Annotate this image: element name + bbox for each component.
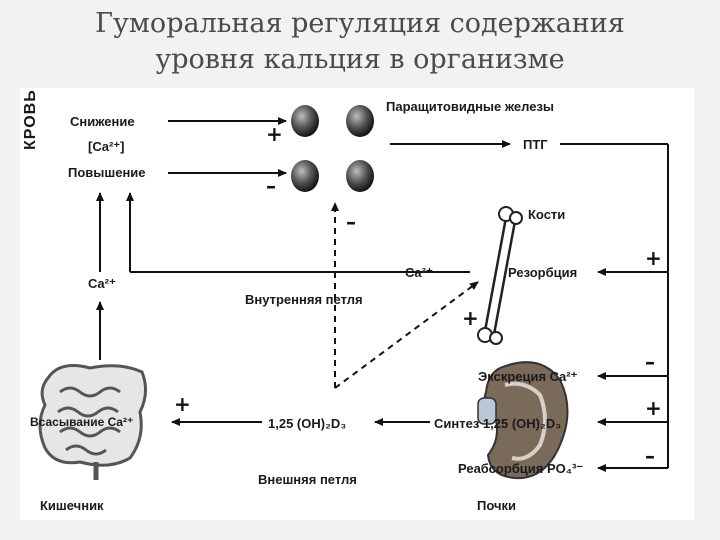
bone-icon [477, 206, 523, 345]
ca-decrease-label: Снижение [70, 114, 135, 129]
external-loop-label: Внешняя петля [258, 472, 357, 487]
sign-minus-reabsorption: – [645, 444, 655, 468]
sign-plus-resorption: + [645, 246, 662, 270]
blood-label: КРОВЬ [22, 89, 39, 150]
phosphate-reabsorption-label: Реабсорбция PO₄³⁻ [458, 461, 584, 476]
kidney-icon [477, 361, 569, 480]
sign-plus-absorption: + [174, 392, 191, 416]
bone-ca-label: Ca²⁺ [405, 265, 433, 280]
vitamin-d-label: 1,25 (OH)₂D₃ [268, 416, 347, 431]
parathyroid-label: Паращитовидные железы [386, 99, 555, 114]
ca-excretion-label: Экскреция Ca²⁺ [478, 369, 578, 384]
sign-plus-bone: + [462, 306, 479, 330]
parathyroid-glands-icon [291, 105, 374, 192]
ca-concentration-label: [Ca²⁺] [88, 139, 125, 154]
sign-minus-internal: – [346, 210, 356, 234]
absorption-label: Всасывание Ca²⁺ [30, 415, 134, 429]
sign-plus-gland: + [266, 122, 283, 146]
intestine-ca-label: Ca²⁺ [88, 276, 116, 291]
bones-label: Кости [528, 207, 566, 222]
blood-to-gland-arrows [168, 117, 287, 177]
sign-plus-synthesis: + [645, 396, 662, 420]
ca-increase-label: Повышение [68, 165, 146, 180]
sign-minus-excretion: – [645, 350, 655, 374]
intestine-icon [38, 364, 147, 480]
internal-loop-lines [96, 192, 479, 389]
resorption-label: Резорбция [508, 265, 578, 280]
ptg-loop-lines [390, 140, 669, 472]
intestine-label: Кишечник [40, 498, 104, 513]
ptg-label: ПТГ [523, 137, 548, 152]
kidneys-label: Почки [477, 498, 517, 513]
internal-loop-label: Внутренняя петля [245, 292, 363, 307]
title-line-2: уровня кальция в организме [155, 44, 565, 75]
sign-minus-gland: – [266, 174, 276, 198]
title-line-1: Гуморальная регуляция содержания [95, 8, 625, 39]
slide-title: Гуморальная регуляция содержания уровня … [0, 6, 720, 78]
vitamin-synthesis-label: Синтез 1,25 (OH)₂D₃ [434, 416, 562, 431]
